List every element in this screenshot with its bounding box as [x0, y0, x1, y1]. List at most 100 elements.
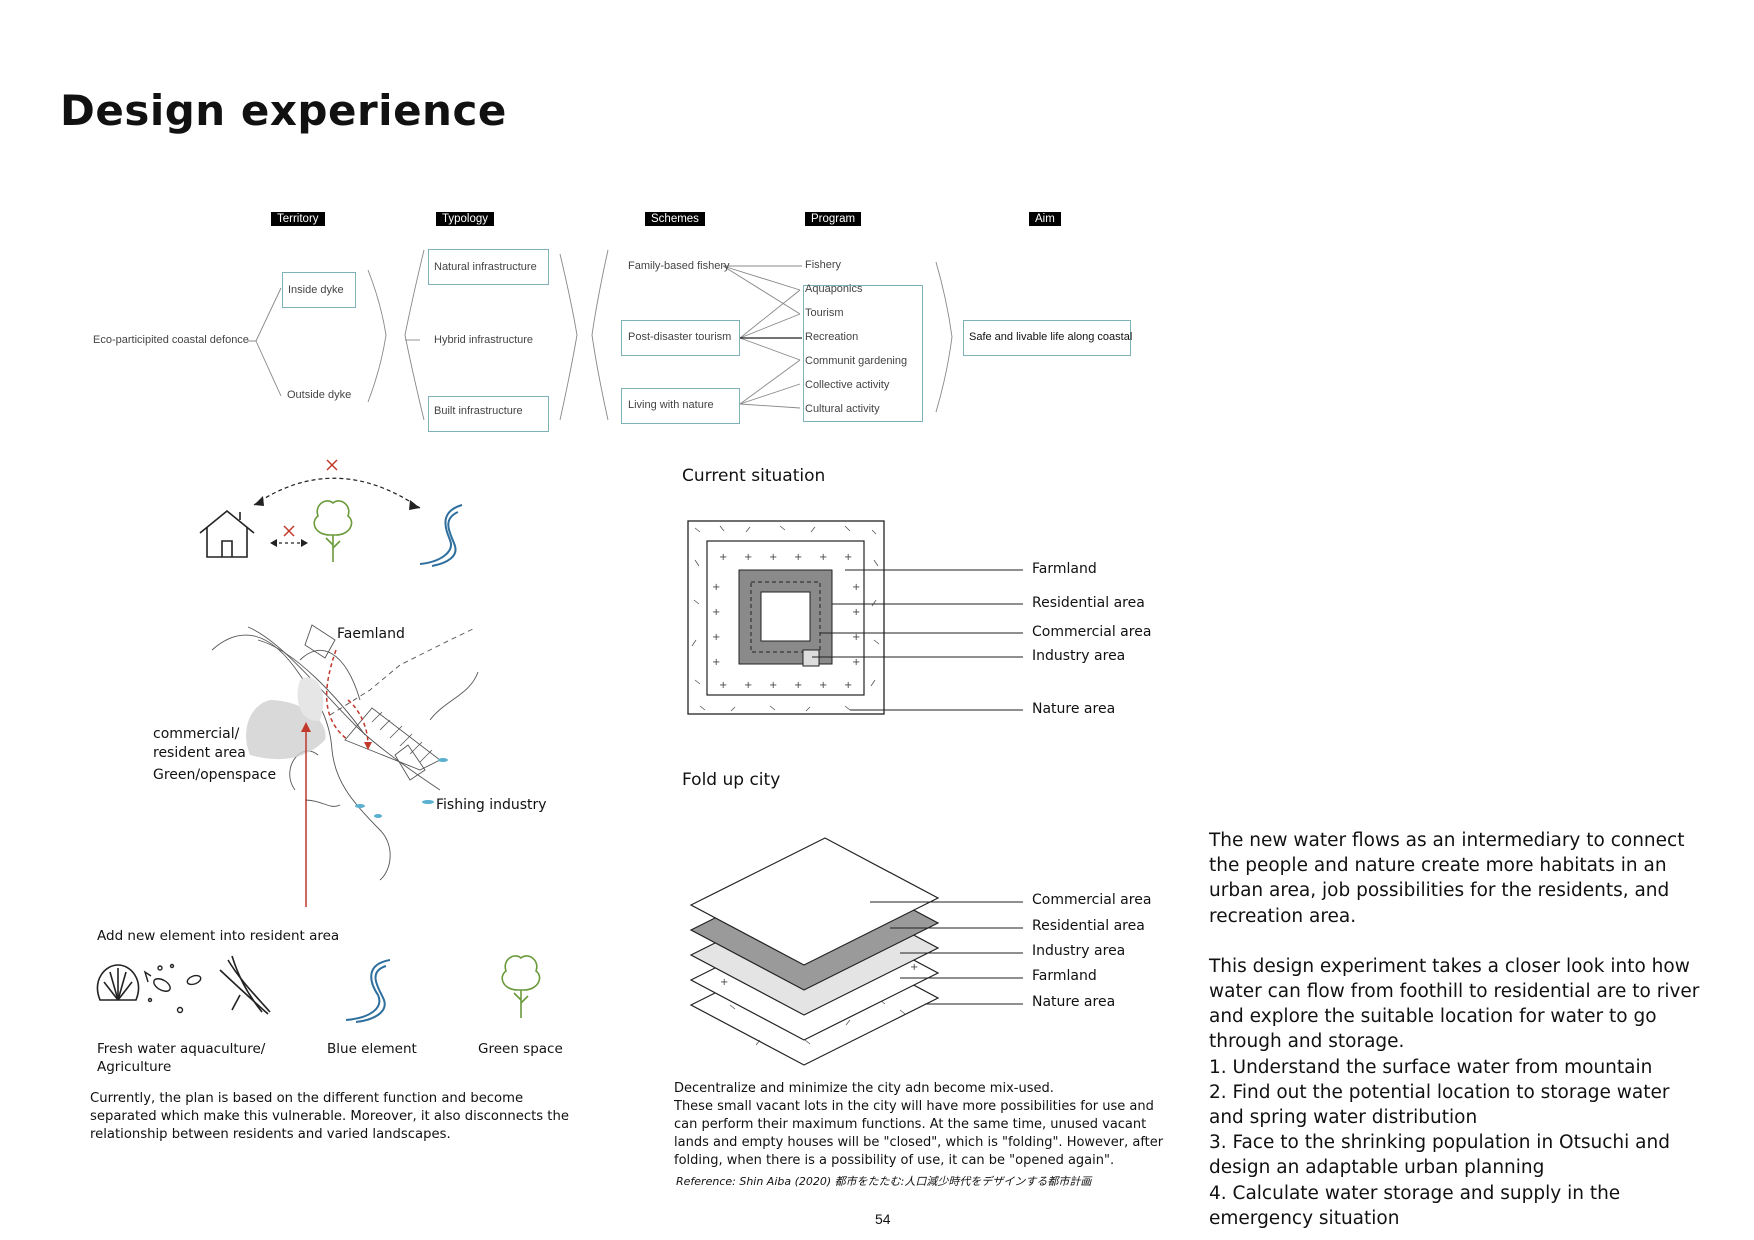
fish-icon	[143, 963, 202, 1014]
aim-text: Safe and livable life along coastal	[969, 331, 1133, 343]
site-sketch	[211, 624, 479, 881]
cross-icon	[283, 459, 338, 537]
label-resident: resident area	[153, 745, 246, 761]
left-caption: Currently, the plan is based on the diff…	[90, 1091, 569, 1142]
svg-text:+: +	[769, 680, 777, 691]
box-natural	[428, 249, 549, 285]
svg-text:+: +	[794, 552, 802, 563]
svg-text:+: +	[852, 582, 860, 593]
program-gardening: Communit gardening	[805, 355, 908, 367]
right-item-3: 3. Face to the shrinking population in O…	[1209, 1132, 1670, 1179]
svg-text:+: +	[720, 977, 728, 988]
box-tourism	[621, 320, 740, 356]
svg-text:+: +	[852, 632, 860, 643]
fold-label-residential: Residential area	[1032, 918, 1145, 934]
label-faemland: Faemland	[337, 626, 405, 642]
svg-text:+: +	[852, 657, 860, 668]
header-aim: Aim	[1029, 212, 1061, 226]
header-territory: Territory	[271, 212, 325, 226]
tree-icon	[313, 500, 353, 562]
current-label-nature: Nature area	[1032, 701, 1116, 717]
right-item-2: 2. Find out the potential location to st…	[1209, 1081, 1670, 1129]
label-commercial: commercial/	[153, 726, 240, 742]
reference: Reference: Shin Aiba (2020) 都市をたたむ:人口減少時…	[676, 1175, 1092, 1188]
box-inside-dyke	[282, 272, 356, 308]
box-program	[803, 285, 923, 422]
page-title: Design experience	[60, 86, 507, 135]
fold-label-farmland: Farmland	[1032, 968, 1097, 984]
typology-built: Built infrastructure	[434, 405, 523, 417]
right-paragraph-2: This design experiment takes a closer lo…	[1209, 955, 1700, 1053]
right-text-block: The new water flows as an intermediary t…	[1209, 828, 1709, 1231]
blue-element-icon	[345, 959, 391, 1023]
territory-outside: Outside dyke	[287, 389, 352, 401]
fold-caption-1: Decentralize and minimize the city adn b…	[674, 1081, 1054, 1096]
label-green-openspace: Green/openspace	[153, 767, 277, 783]
program-collective: Collective activity	[805, 379, 890, 391]
svg-text:+: +	[910, 962, 918, 973]
label-aquaculture: Fresh water aquaculture/	[97, 1041, 266, 1057]
scheme-tourism: Post-disaster tourism	[628, 331, 732, 343]
program-cultural: Cultural activity	[805, 403, 880, 415]
elements-heading: Add new element into resident area	[97, 928, 340, 944]
svg-text:+: +	[719, 680, 727, 691]
svg-text:+: +	[712, 632, 720, 643]
svg-text:+: +	[844, 680, 852, 691]
wheat-icon	[219, 955, 271, 1015]
current-label-farmland: Farmland	[1032, 561, 1097, 577]
typology-natural: Natural infrastructure	[434, 261, 537, 273]
current-label-residential: Residential area	[1032, 595, 1145, 611]
svg-text:+: +	[852, 607, 860, 618]
scheme-living: Living with nature	[628, 399, 714, 411]
green-space-icon	[501, 955, 541, 1018]
box-living	[621, 388, 740, 424]
fold-label-industry: Industry area	[1032, 943, 1126, 959]
svg-text:+: +	[769, 552, 777, 563]
right-paragraph-1: The new water flows as an intermediary t…	[1209, 830, 1685, 927]
fold-caption-2: These small vacant lots in the city will…	[674, 1099, 1164, 1168]
territory-inside: Inside dyke	[288, 284, 344, 296]
fold-label-nature: Nature area	[1032, 994, 1116, 1010]
label-fishing: Fishing industry	[436, 797, 547, 813]
header-schemes: Schemes	[645, 212, 705, 226]
river-icon	[419, 504, 463, 567]
svg-text:+: +	[794, 680, 802, 691]
svg-text:+: +	[819, 552, 827, 563]
box-built	[428, 396, 549, 432]
svg-text:+: +	[744, 680, 752, 691]
typology-hybrid: Hybrid infrastructure	[434, 334, 534, 346]
current-label-industry: Industry area	[1032, 648, 1126, 664]
program-recreation: Recreation	[805, 331, 859, 343]
svg-text:+: +	[844, 552, 852, 563]
fold-label-commercial: Commercial area	[1032, 892, 1152, 908]
program-aquaponics: Aquaponics	[805, 283, 863, 295]
svg-text:+: +	[719, 552, 727, 563]
header-program: Program	[805, 212, 862, 226]
right-item-1: 1. Understand the surface water from mou…	[1209, 1056, 1653, 1078]
program-tourism: Tourism	[805, 307, 844, 319]
label-blue-element: Blue element	[327, 1041, 417, 1057]
current-label-commercial: Commercial area	[1032, 624, 1152, 640]
program-fishery: Fishery	[805, 259, 842, 271]
root-node: Eco-participited coastal defonce	[93, 334, 249, 346]
header-typology: Typology	[436, 212, 495, 226]
scheme-fishery: Family-based fishery	[628, 260, 730, 272]
page-number: 54	[875, 1211, 891, 1227]
svg-text:+: +	[712, 607, 720, 618]
box-aim	[963, 320, 1131, 356]
fold-title: Fold up city	[682, 770, 781, 790]
svg-text:+: +	[819, 680, 827, 691]
spacer	[1209, 929, 1709, 954]
shell-icon	[96, 964, 140, 1001]
house-icon	[199, 509, 255, 558]
label-agriculture: Agriculture	[97, 1059, 172, 1075]
svg-text:+: +	[712, 657, 720, 668]
label-green-space: Green space	[478, 1041, 563, 1057]
right-item-4: 4. Calculate water storage and supply in…	[1209, 1182, 1621, 1229]
current-title: Current situation	[682, 466, 826, 486]
svg-text:+: +	[712, 582, 720, 593]
